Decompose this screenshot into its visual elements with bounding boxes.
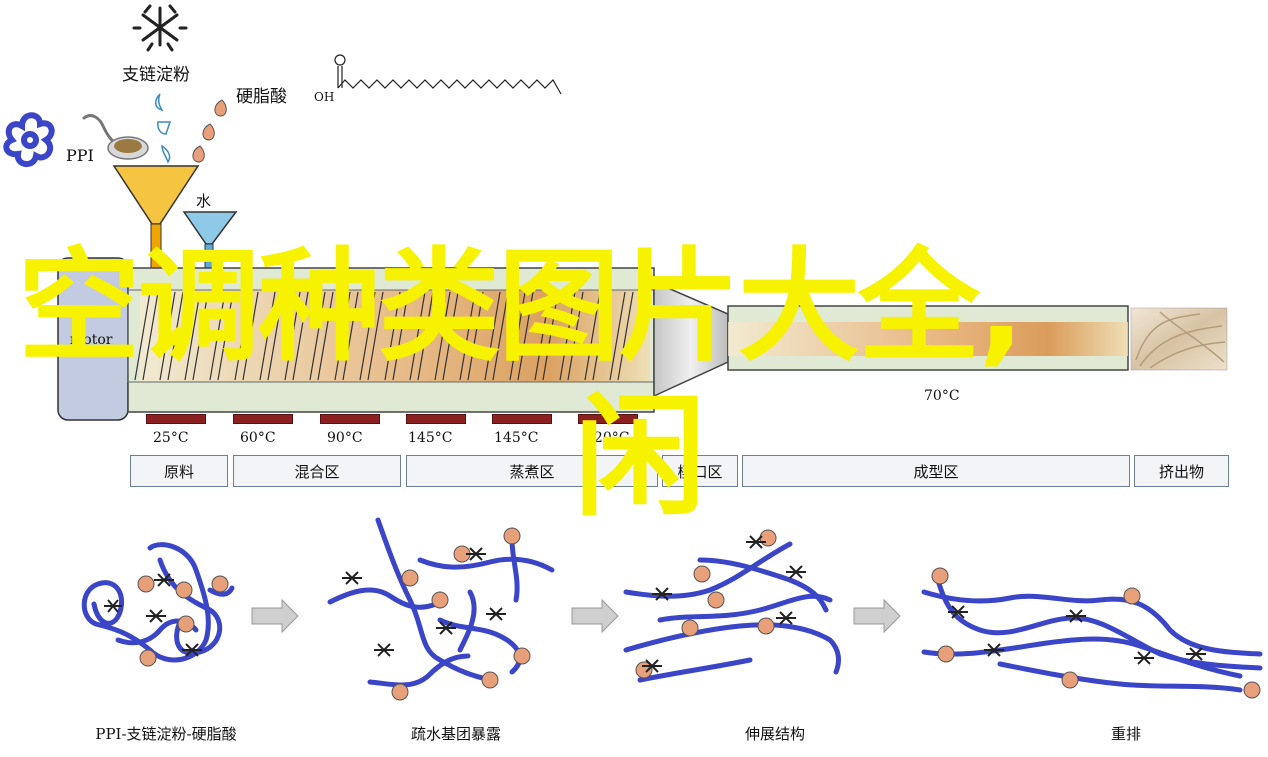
zone-mixing: 混合区: [233, 455, 401, 487]
die-outlet: [727, 305, 1129, 371]
zone-forming: 成型区: [742, 455, 1130, 487]
temperature-label: 90°C: [327, 430, 363, 446]
zone-extrudate: 挤出物: [1134, 455, 1229, 487]
starch-label: 支链淀粉: [122, 65, 190, 85]
stage2-caption: 疏水基团暴露: [410, 725, 502, 743]
stage4-caption: 重排: [1110, 725, 1142, 743]
fatty-acid-label: 硬脂酸: [236, 87, 287, 107]
stage3-caption: 伸展结构: [744, 725, 806, 743]
heater-bar: [320, 414, 380, 424]
temperature-label: 145°C: [494, 430, 539, 446]
protein-blob-icon: [3, 112, 55, 167]
heater-bar: [146, 414, 206, 424]
zone-die: 模口区: [662, 455, 738, 487]
temperature-label: 145°C: [408, 430, 453, 446]
fatty-acid-drops-icon: [192, 99, 227, 163]
water-label: 水: [196, 192, 212, 210]
overlay-title: 空调种类图片大全,: [18, 236, 1024, 378]
motor-label: motor: [70, 332, 113, 348]
protein-label: PPI: [66, 146, 94, 165]
extruder-barrel: [127, 267, 655, 413]
stage1-caption: PPI-支链淀粉-硬脂酸: [95, 725, 237, 743]
starch-granules-icon: [155, 93, 172, 164]
stage3-extended-structure: [623, 529, 841, 683]
fatty-acid-formula-label: OH: [314, 90, 335, 104]
starch-molecule-icon: [132, 4, 188, 52]
temperature-label: 60°C: [240, 430, 276, 446]
stage-arrows: [251, 598, 901, 634]
extrudate-image: [1130, 307, 1228, 371]
overlay-subtitle: 闲: [574, 381, 706, 535]
yellow-feed-funnel: [112, 165, 200, 289]
zone-cooking: 蒸煮区: [406, 455, 658, 487]
zone-raw-material: 原料: [130, 455, 228, 487]
temperature-label: 25°C: [153, 430, 189, 446]
stearic-acid-formula-icon: [334, 54, 562, 95]
temperature-label: 120°C: [585, 430, 630, 446]
spoon-with-powder-icon: [82, 114, 149, 160]
heater-bar: [492, 414, 552, 424]
heater-bar: [406, 414, 466, 424]
die-temperature-label: 70°C: [924, 388, 960, 404]
heater-bar: [233, 414, 293, 424]
heater-bar: [578, 414, 638, 424]
stage2-hydrophobic-exposure: [327, 517, 555, 701]
stage4-rearrangement: [921, 567, 1263, 699]
stage1-ppi-complex: [81, 542, 235, 667]
